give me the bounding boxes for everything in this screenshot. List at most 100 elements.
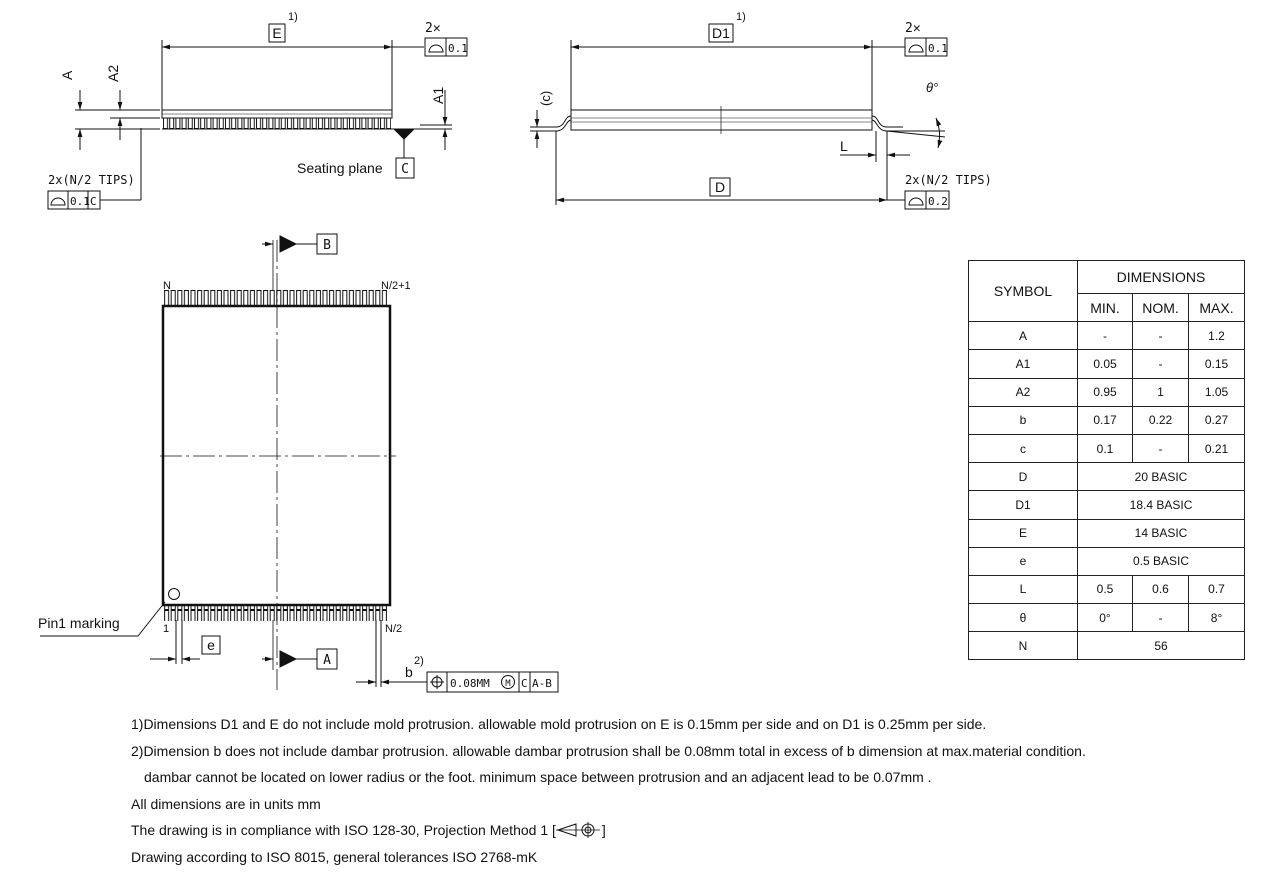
row-min: 0.05 xyxy=(1077,349,1133,379)
note-ref-1: 1) xyxy=(288,11,298,23)
row-basic: 14 BASIC xyxy=(1076,518,1246,548)
pin-N2p1-label: N/2+1 xyxy=(381,280,411,292)
pin-N-label: N xyxy=(163,280,171,292)
label-A2: A2 xyxy=(105,65,121,82)
table-row: A--1.2 xyxy=(968,321,1246,351)
row-nom: - xyxy=(1132,321,1189,351)
row-min: 0.1 xyxy=(1077,433,1133,464)
row-symbol: b xyxy=(968,405,1078,435)
tips-tol-frame-right xyxy=(904,190,950,210)
dim-D1-label: D1 xyxy=(712,25,730,41)
label-A: A xyxy=(59,70,75,80)
row-symbol: D1 xyxy=(968,490,1078,520)
tips-label-right: 2x(N/2 TIPS) xyxy=(905,173,992,187)
tips-tol-datum: C xyxy=(90,195,97,208)
row-max: 0.21 xyxy=(1187,433,1246,464)
datum-C-label: C xyxy=(401,162,409,177)
label-A1: A1 xyxy=(430,87,446,104)
dim-D-box xyxy=(709,177,731,197)
row-max: 1.05 xyxy=(1187,377,1246,407)
row-min: 0.17 xyxy=(1077,405,1133,435)
position-datum-C: C xyxy=(521,677,528,690)
position-tolerance-frame xyxy=(426,671,559,693)
label-theta: θ° xyxy=(926,80,938,95)
dim-D1-box xyxy=(708,23,734,43)
dim-E-label: E xyxy=(272,25,281,41)
mmc-modifier: M xyxy=(505,679,511,689)
row-nom: - xyxy=(1132,603,1189,633)
pitch-e-box xyxy=(201,635,221,655)
note-ref-1b: 1) xyxy=(736,11,746,23)
row-nom: 1 xyxy=(1132,377,1189,407)
symbol-header: SYMBOL xyxy=(968,259,1078,323)
row-symbol: D xyxy=(968,462,1078,492)
seating-plane-label: Seating plane xyxy=(297,160,383,176)
row-nom: - xyxy=(1132,433,1189,464)
row-max: 0.15 xyxy=(1187,349,1246,379)
row-basic: 18.4 BASIC xyxy=(1076,490,1246,520)
datum-C-box xyxy=(395,157,415,179)
tips-tol-value: 0.1 xyxy=(70,195,90,208)
dim-D-label: D xyxy=(715,179,725,195)
row-nom: - xyxy=(1132,349,1189,379)
units-note: All dimensions are in units mm xyxy=(131,795,321,812)
tol-value: 0.1 xyxy=(448,42,468,55)
row-symbol: L xyxy=(968,574,1078,605)
row-symbol: N xyxy=(968,631,1078,661)
side-view-right xyxy=(530,40,946,205)
row-nom: 0.6 xyxy=(1132,574,1189,605)
compliance-note: The drawing is in compliance with ISO 12… xyxy=(131,817,1086,844)
row-basic: 0.5 BASIC xyxy=(1076,546,1246,576)
nom-header: NOM. xyxy=(1132,292,1189,323)
dim-E-box xyxy=(268,23,286,43)
row-max: 0.7 xyxy=(1187,574,1246,605)
tol-value-right: 0.1 xyxy=(928,42,948,55)
row-nom: 0.22 xyxy=(1132,405,1189,435)
row-min: 0.95 xyxy=(1077,377,1133,407)
datum-A-box xyxy=(316,648,338,670)
row-basic: 20 BASIC xyxy=(1076,462,1246,492)
tips-tol-value-right: 0.2 xyxy=(928,195,948,208)
row-min: 0° xyxy=(1077,603,1133,633)
top-view xyxy=(40,235,427,690)
compliance-text: The drawing is in compliance with ISO 12… xyxy=(131,822,556,838)
label-c: (c) xyxy=(538,91,553,106)
side-view-left xyxy=(75,40,452,201)
note-1: 1)Dimensions D1 and E do not include mol… xyxy=(131,716,987,732)
b-note-ref: 2) xyxy=(414,655,424,667)
lead-b-label: b xyxy=(405,664,413,680)
position-tol-value: 0.08MM xyxy=(450,677,490,690)
pin1-marking-label: Pin1 marking xyxy=(38,615,120,631)
row-min: - xyxy=(1077,321,1133,351)
pin-N2-label: N/2 xyxy=(385,623,402,635)
row-symbol: E xyxy=(968,518,1078,548)
projection-method-icon xyxy=(555,822,600,838)
profile-tolerance-frame xyxy=(424,37,468,57)
dimensions-table: SYMBOL DIMENSIONS MIN. NOM. MAX. A--1.2 … xyxy=(968,259,1246,661)
compliance-end: ] xyxy=(601,822,606,838)
row-symbol: A1 xyxy=(968,349,1078,379)
row-max: 8° xyxy=(1187,603,1246,633)
row-symbol: A xyxy=(968,321,1078,351)
row-min: 0.5 xyxy=(1077,574,1133,605)
datum-B-box xyxy=(316,233,338,255)
label-L: L xyxy=(840,138,848,154)
datum-A-label: A xyxy=(323,653,331,668)
row-max: 1.2 xyxy=(1187,321,1246,351)
multiplier-label: 2✕ xyxy=(425,21,441,36)
tolerance-note: Drawing according to ISO 8015, general t… xyxy=(131,848,538,865)
position-datum-AB: A-B xyxy=(532,677,552,690)
profile-tolerance-frame-right xyxy=(904,37,948,57)
notes-block: 1)Dimensions D1 and E do not include mol… xyxy=(131,711,1086,870)
